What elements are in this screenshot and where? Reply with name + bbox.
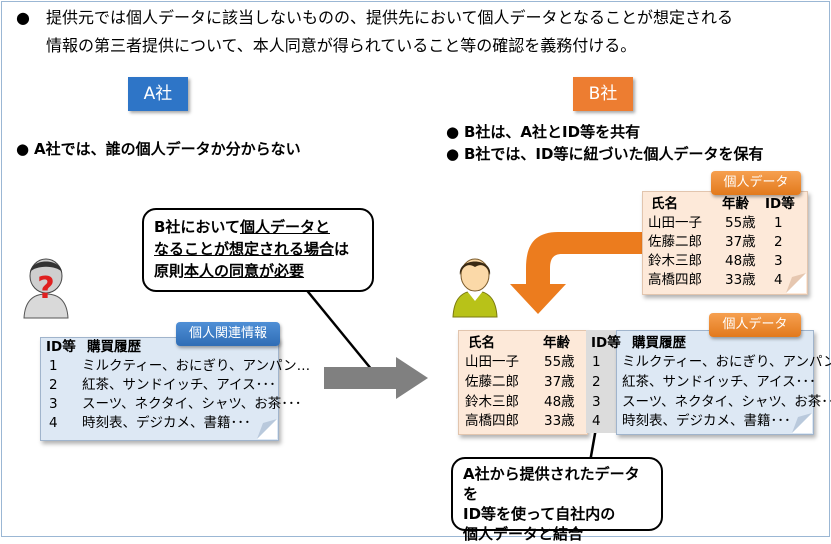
cd-row-age: 48歳 [544,394,575,410]
bpd-row-id: 2 [774,234,783,250]
combined-id-column [586,330,616,433]
unknown-person-icon: ? [23,258,69,319]
personal-related-info-document [40,337,279,441]
intro-line-2: 情報の第三者提供について、本人同意が得られていること等の確認を義務付ける。 [46,36,637,55]
pri-row-id: 4 [49,415,58,431]
company-a-point-text: A社では、誰の個人データか分からない [34,140,301,158]
cd-row-age: 37歳 [544,374,575,390]
cd-row-history: 時刻表、デジカメ、書籍･･･ [622,413,791,429]
company-b-point-2-text: B社では、ID等に紐づいた個人データを保有 [464,145,764,163]
company-b-point-1: ●B社は、A社とID等を共有 [446,123,641,141]
pri-row-id: 2 [49,377,58,393]
bpd-row-name: 佐藤二郎 [648,234,702,250]
bpd-row-id: 3 [774,253,783,269]
cd-row-age: 33歳 [544,413,575,429]
consent-text-1-u: 個人データと [239,218,330,236]
bpd-row-age: 33歳 [725,272,756,288]
page-curl-a [257,419,277,439]
page-curl-b [786,273,806,293]
bpd-row-age: 55歳 [725,215,756,231]
bpd-row-name: 鈴木三郎 [648,253,702,269]
cd-row-age: 55歳 [544,354,575,370]
personal-related-info-tag: 個人関連情報 [176,322,280,346]
combine-line-2: ID等を使って自社内の [463,505,616,523]
cd-row-name: 山田一子 [465,354,519,370]
combine-line-1: A社から提供されたデータを [463,465,640,503]
bpd-row-age: 37歳 [725,234,756,250]
pri-row-history: 時刻表、デジカメ、書籍･･･ [82,415,251,431]
cd-row-id: 4 [592,413,601,429]
consent-text-2: は [334,240,350,258]
consent-text-3: 原則 [154,262,185,280]
company-a-point: ●A社では、誰の個人データか分からない [16,140,301,158]
b-personal-data-tag: 個人データ [711,171,801,195]
page-curl-combined [792,413,812,433]
intro-bullet: ● [16,8,30,27]
cd-row-name: 佐藤二郎 [465,374,519,390]
question-mark: ? [37,271,54,306]
pri-row-id: 1 [49,358,58,374]
company-a-label: A社 [128,77,188,111]
cd-row-id: 3 [592,394,601,410]
bpd-header-age: 年齢 [722,196,749,212]
cd-header-id: ID等 [591,335,621,351]
pri-header-id: ID等 [46,339,76,355]
bpd-row-age: 48歳 [725,253,756,269]
pri-header-history: 購買履歴 [87,339,141,355]
bpd-row-name: 山田一子 [648,215,702,231]
combine-line-3: 個人データと結合 [463,525,584,543]
company-b-point-2: ●B社では、ID等に紐づいた個人データを保有 [446,145,764,163]
bpd-row-name: 高橋四郎 [648,272,702,288]
cd-row-name: 高橋四郎 [465,413,519,429]
cd-row-history: スーツ、ネクタイ、シャツ、お茶･･･ [622,394,831,410]
bpd-row-id: 1 [774,215,783,231]
cd-row-history: ミルクティー、おにぎり、アンパン… [622,354,831,370]
consent-text-2-u: なることが想定される場合 [154,240,335,258]
cd-row-id: 1 [592,354,601,370]
cd-row-history: 紅茶、サンドイッチ、アイス･･･ [622,374,816,390]
company-b-label: B社 [573,77,633,111]
pri-row-history: スーツ、ネクタイ、シャツ、お茶･･･ [82,396,302,412]
combined-data-tag: 個人データ [709,313,801,337]
orange-arrow-icon [510,232,648,314]
pri-row-history: 紅茶、サンドイッチ、アイス･･･ [82,377,276,393]
combine-callout: A社から提供されたデータを ID等を使って自社内の 個人データと結合 [451,457,663,543]
consent-callout: B社において個人データと なることが想定される場合は 原則本人の同意が必要 [142,208,374,292]
cd-row-name: 鈴木三郎 [465,394,519,410]
cd-row-id: 2 [592,374,601,390]
consent-text-1: B社において [154,218,240,236]
bpd-header-id: ID等 [765,196,795,212]
cd-header-age: 年齢 [543,335,570,351]
pri-row-id: 3 [49,396,58,412]
b-personal-data-document [642,191,808,295]
transfer-arrow-icon [324,357,428,399]
combined-history-part [616,330,814,435]
bpd-row-id: 4 [774,272,783,288]
consent-text-3-u: 本人の同意が必要 [184,262,305,280]
person-icon [452,258,498,318]
intro-line-1: 提供元では個人データに該当しないものの、提供先において個人データとなることが想定… [46,8,734,27]
company-b-point-1-text: B社は、A社とID等を共有 [464,123,641,141]
cd-header-history: 購買履歴 [632,335,686,351]
bpd-header-name: 氏名 [651,196,678,212]
pri-row-history: ミルクティー、おにぎり、アンパン… [82,358,311,374]
cd-header-name: 氏名 [468,335,495,351]
